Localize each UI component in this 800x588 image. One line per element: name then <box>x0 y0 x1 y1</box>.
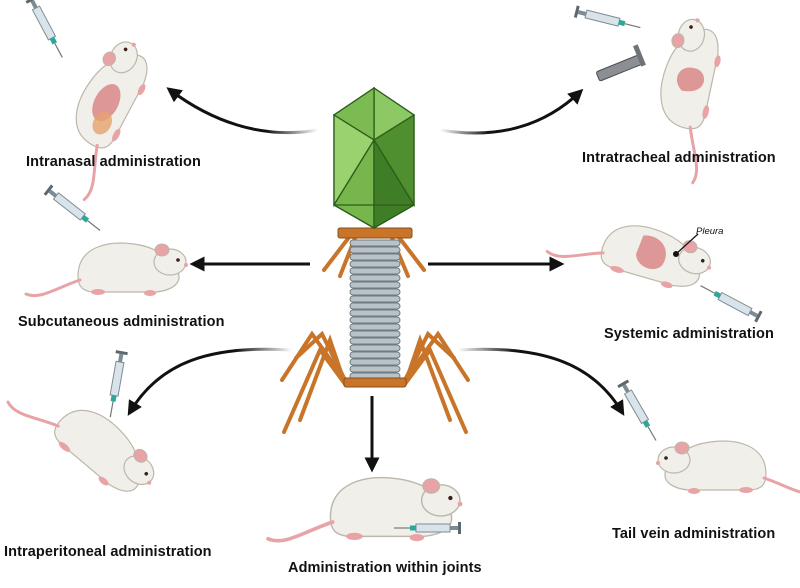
tail-sheath-ring <box>349 309 401 317</box>
mouse-intratracheal <box>641 12 730 185</box>
tail-sheath-ring <box>349 239 401 247</box>
syringe-tail-vein-icon <box>616 378 662 445</box>
label-joints: Administration within joints <box>288 560 482 576</box>
phage-collar <box>337 227 413 239</box>
pleura-dot <box>673 251 679 257</box>
pleura-pointer <box>675 233 699 255</box>
mouse-intranasal <box>37 31 164 203</box>
mouse-tail-vein <box>654 439 800 496</box>
tail-sheath-ring <box>349 281 401 289</box>
tail-sheath-ring <box>349 351 401 359</box>
label-intratracheal: Intratracheal administration <box>582 150 776 166</box>
tail-sheath-ring <box>349 316 401 324</box>
label-subcutaneous: Subcutaneous administration <box>18 314 225 330</box>
phage-baseplate <box>343 377 407 388</box>
arrow-intranasal <box>166 87 319 135</box>
syringe-intratracheal-icon <box>573 4 643 34</box>
label-tail-vein: Tail vein administration <box>612 526 776 542</box>
syringe-intranasal-icon <box>24 0 69 61</box>
tail-sheath-ring <box>349 246 401 254</box>
mouse-intraperitoneal <box>5 361 167 510</box>
tail-sheath-ring <box>349 267 401 275</box>
tail-sheath-ring <box>349 260 401 268</box>
laryngoscope-icon <box>596 44 646 82</box>
tail-sheath-ring <box>349 302 401 310</box>
label-pleura: Pleura <box>696 226 724 237</box>
lung-icon <box>676 67 705 92</box>
mouse-systemic <box>545 201 719 300</box>
tail-sheath-ring <box>349 330 401 338</box>
label-intraperitoneal: Intraperitoneal administration <box>4 544 212 560</box>
arrow-intratracheal <box>439 88 584 135</box>
tail-sheath-ring <box>349 344 401 352</box>
tail-sheath-ring <box>349 253 401 261</box>
phage-capsid <box>332 86 416 230</box>
label-systemic: Systemic administration <box>604 326 774 342</box>
syringe-subcutaneous-icon <box>43 183 105 236</box>
label-intranasal: Intranasal administration <box>26 154 201 170</box>
arrow-intraperitoneal <box>127 347 293 416</box>
tail-sheath-ring <box>349 295 401 303</box>
mouse-subcutaneous <box>24 241 190 298</box>
tail-sheath-ring <box>349 365 401 373</box>
tail-sheath-ring <box>349 288 401 296</box>
syringe-systemic-icon <box>697 279 764 324</box>
arrow-tail-vein <box>457 347 625 416</box>
tail-sheath-ring <box>349 274 401 282</box>
bacteriophage-icon <box>280 86 470 434</box>
tail-sheath <box>349 239 401 380</box>
tail-sheath-ring <box>349 323 401 331</box>
tail-sheath-ring <box>349 358 401 366</box>
tail-sheath-ring <box>349 337 401 345</box>
syringe-intraperitoneal-icon <box>103 349 129 419</box>
